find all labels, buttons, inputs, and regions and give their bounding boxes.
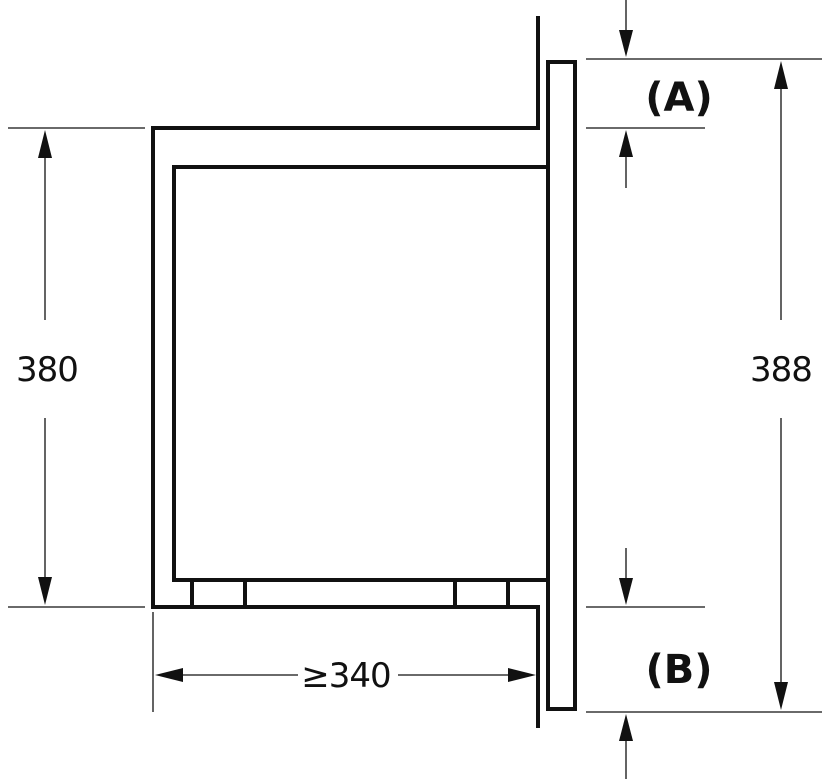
gap-label-a: (A) [645,75,713,121]
arrowhead-down-icon [619,578,633,605]
arrowhead-up-icon [774,61,788,89]
arrowhead-right-icon [508,668,536,682]
dimension-label-height-left: 380 [16,350,78,390]
arrowhead-down-icon [619,30,633,57]
gap-label-b: (B) [645,647,712,693]
arrowhead-down-icon [38,577,52,605]
appliance-front-panel [546,60,577,711]
arrowhead-down-icon [774,682,788,710]
dimension-label-height-right: 388 [750,350,812,390]
arrowhead-up-icon [38,130,52,158]
arrowhead-up-icon [619,714,633,741]
appliance-body [172,165,550,582]
appliance-foot-right [453,578,510,609]
arrowhead-up-icon [619,130,633,157]
dimension-label-depth: ≥340 [301,656,390,696]
arrowhead-left-icon [155,668,183,682]
appliance-foot-left [190,578,247,609]
cabinet-niche-outline [151,16,540,728]
